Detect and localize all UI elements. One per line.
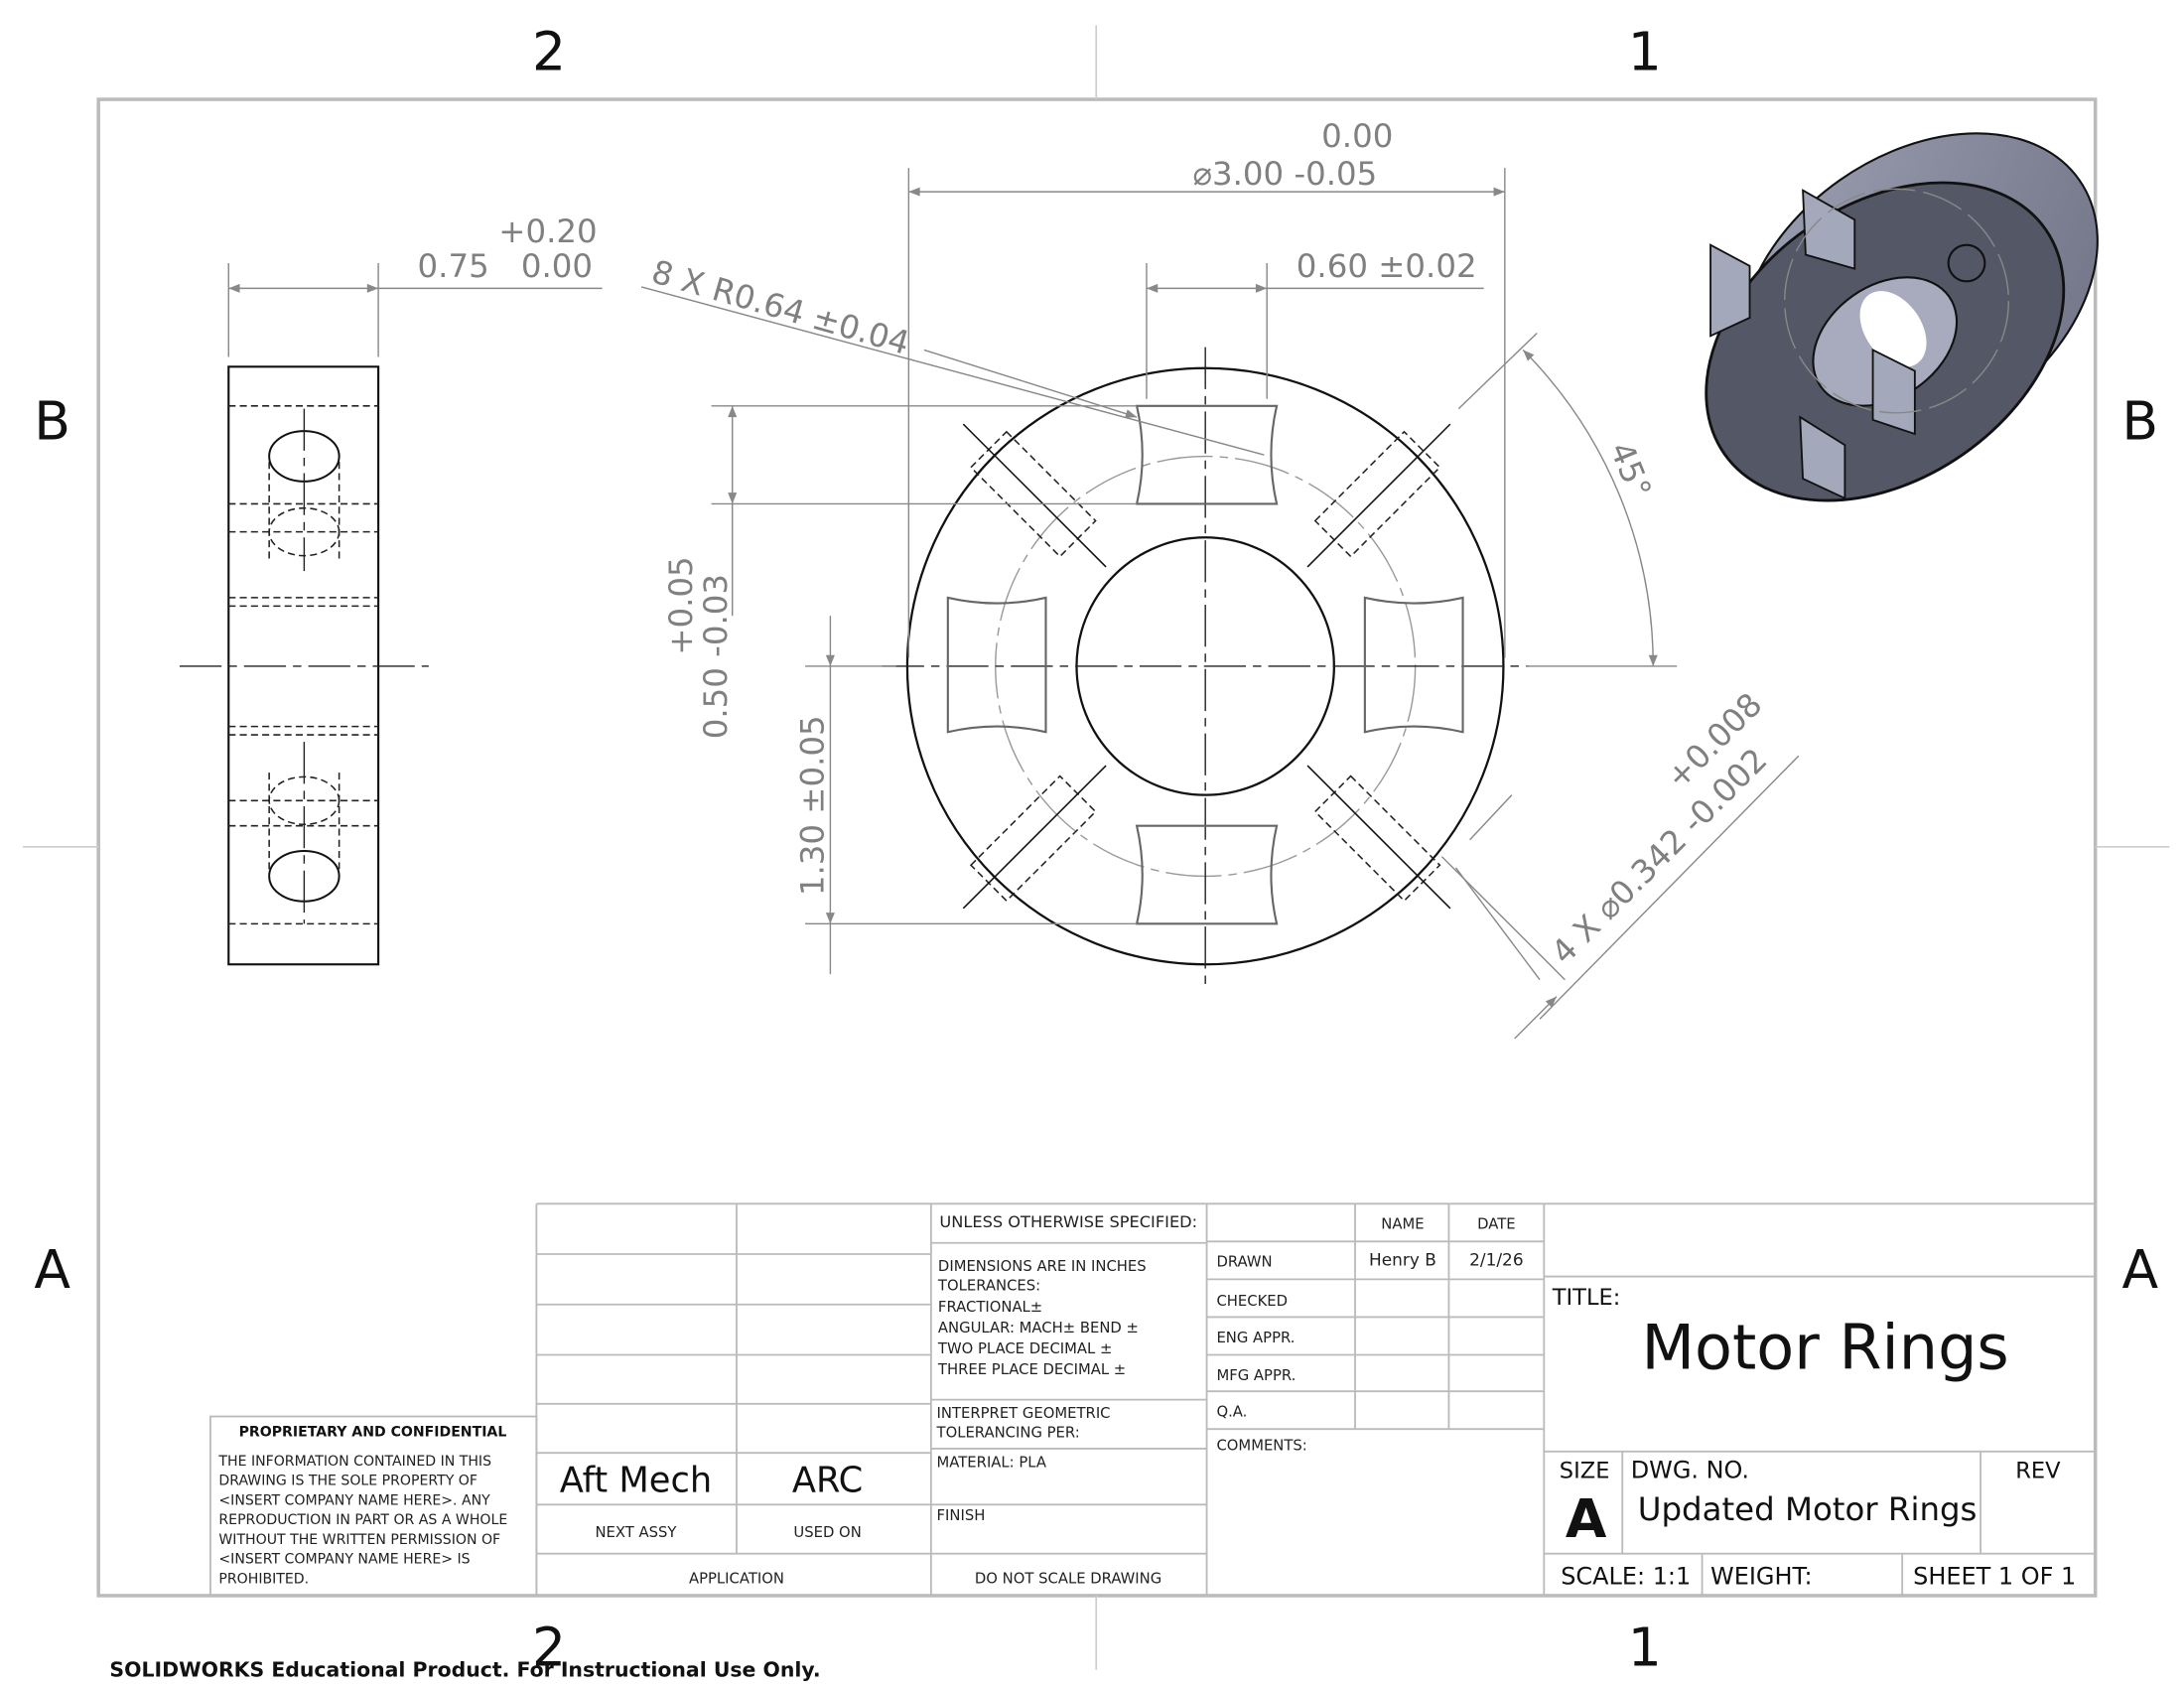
zone-left-a: A bbox=[34, 1238, 70, 1301]
proprietary-line: <INSERT COMPANY NAME HERE> IS bbox=[218, 1552, 470, 1568]
od-value: ⌀3.00 -0.05 bbox=[1192, 155, 1377, 193]
zone-right-a: A bbox=[2121, 1238, 2158, 1301]
used-on-value: ARC bbox=[792, 1461, 863, 1501]
proprietary-line: PROHIBITED. bbox=[218, 1571, 309, 1587]
approval-label-drawn: DRAWN bbox=[1216, 1254, 1272, 1271]
interpret-line: INTERPRET GEOMETRIC bbox=[937, 1405, 1111, 1422]
zone-top-2: 2 bbox=[532, 20, 566, 82]
zone-bottom-1: 1 bbox=[1628, 1616, 1662, 1678]
approval-label-checked: CHECKED bbox=[1216, 1293, 1288, 1310]
tolerance-line: TWO PLACE DECIMAL ± bbox=[937, 1340, 1112, 1357]
used-on-label: USED ON bbox=[793, 1524, 861, 1541]
zone-bottom-2: 2 bbox=[532, 1616, 566, 1678]
approval-label-eng: ENG APPR. bbox=[1216, 1330, 1295, 1346]
zone-left-b: B bbox=[34, 390, 70, 453]
educational-watermark: SOLIDWORKS Educational Product. For Inst… bbox=[109, 1658, 820, 1682]
zone-top-1: 1 bbox=[1628, 20, 1662, 82]
proprietary-line: DRAWING IS THE SOLE PROPERTY OF bbox=[218, 1474, 478, 1489]
title-block: PROPRIETARY AND CONFIDENTIAL THE INFORMA… bbox=[209, 1202, 2096, 1597]
slot-offset-value: 1.30 ±0.05 bbox=[793, 715, 831, 896]
zone-ticks bbox=[23, 25, 2170, 1670]
zone-right-b: B bbox=[2121, 390, 2158, 453]
slot-depth-value: 0.50 -0.03 bbox=[697, 574, 735, 739]
angle-value: 45° bbox=[1602, 437, 1659, 504]
side-view bbox=[179, 365, 429, 966]
od-tol-upper: 0.00 bbox=[1321, 117, 1393, 155]
thickness-tol-lower: 0.00 bbox=[521, 247, 593, 285]
isometric-view bbox=[1705, 132, 2099, 502]
slot-radius-leader: 8 X R0.64 ±0.04 bbox=[640, 252, 1265, 456]
proprietary-line: THE INFORMATION CONTAINED IN THIS bbox=[217, 1454, 491, 1470]
application-label: APPLICATION bbox=[689, 1570, 784, 1587]
slot-depth-dimension: +0.05 0.50 -0.03 bbox=[662, 405, 1138, 739]
next-assy-value: Aft Mech bbox=[560, 1461, 712, 1501]
dwg-no-label: DWG. NO. bbox=[1631, 1457, 1749, 1484]
weight-label: WEIGHT: bbox=[1710, 1563, 1813, 1591]
name-header: NAME bbox=[1381, 1216, 1424, 1233]
proprietary-line: <INSERT COMPANY NAME HERE>. ANY bbox=[218, 1492, 490, 1508]
drawing-title: Motor Rings bbox=[1642, 1312, 2009, 1384]
thickness-dimension: 0.75 +0.20 0.00 bbox=[227, 212, 603, 357]
hole-value: 4 X ⌀0.342 -0.002 bbox=[1544, 741, 1774, 971]
date-header: DATE bbox=[1477, 1216, 1516, 1233]
dwg-no-value: Updated Motor Rings bbox=[1638, 1490, 1978, 1528]
approval-label-qa: Q.A. bbox=[1216, 1404, 1247, 1421]
thickness-tol-upper: +0.20 bbox=[498, 212, 597, 250]
sheet-number: SHEET 1 OF 1 bbox=[1913, 1563, 2076, 1591]
size-value: A bbox=[1566, 1487, 1607, 1550]
slot-radius-value: 8 X R0.64 ±0.04 bbox=[647, 252, 913, 361]
finish-label: FINISH bbox=[937, 1507, 986, 1524]
proprietary-heading: PROPRIETARY AND CONFIDENTIAL bbox=[239, 1424, 507, 1440]
interpret-line: TOLERANCING PER: bbox=[936, 1425, 1080, 1442]
outer-diameter-dimension: 0.00 ⌀3.00 -0.05 bbox=[907, 117, 1506, 658]
tolerance-line: ANGULAR: MACH± BEND ± bbox=[938, 1320, 1139, 1336]
no-scale-note: DO NOT SCALE DRAWING bbox=[975, 1570, 1161, 1587]
approval-label-mfg: MFG APPR. bbox=[1216, 1367, 1296, 1384]
tolerance-line: THREE PLACE DECIMAL ± bbox=[937, 1361, 1126, 1378]
angle-dimension: 45° bbox=[1457, 332, 1678, 667]
drawn-name: Henry B bbox=[1369, 1249, 1436, 1269]
tolerance-line: DIMENSIONS ARE IN INCHES bbox=[938, 1258, 1147, 1275]
drawn-date: 2/1/26 bbox=[1469, 1249, 1523, 1269]
slot-depth-upper: +0.05 bbox=[662, 556, 700, 654]
slot-width-value: 0.60 ±0.02 bbox=[1297, 247, 1477, 285]
front-view bbox=[882, 347, 1529, 992]
slot-offset-dimension: 1.30 ±0.05 bbox=[793, 616, 1138, 975]
tolerance-line: TOLERANCES: bbox=[937, 1278, 1040, 1295]
material-value: MATERIAL: PLA bbox=[937, 1454, 1046, 1471]
proprietary-line: WITHOUT THE WRITTEN PERMISSION OF bbox=[218, 1532, 500, 1548]
slot-width-dimension: 0.60 ±0.02 bbox=[1146, 247, 1484, 399]
thickness-value: 0.75 bbox=[418, 247, 489, 285]
scale-value: SCALE: 1:1 bbox=[1561, 1563, 1691, 1591]
title-label: TITLE: bbox=[1552, 1285, 1621, 1311]
tolerance-header: UNLESS OTHERWISE SPECIFIED: bbox=[939, 1212, 1197, 1231]
next-assy-label: NEXT ASSY bbox=[595, 1524, 677, 1541]
size-label: SIZE bbox=[1560, 1459, 1610, 1484]
comments-label: COMMENTS: bbox=[1216, 1437, 1306, 1454]
rev-label: REV bbox=[2015, 1459, 2061, 1484]
proprietary-line: REPRODUCTION IN PART OR AS A WHOLE bbox=[218, 1512, 507, 1528]
tolerance-line: FRACTIONAL± bbox=[938, 1299, 1042, 1316]
